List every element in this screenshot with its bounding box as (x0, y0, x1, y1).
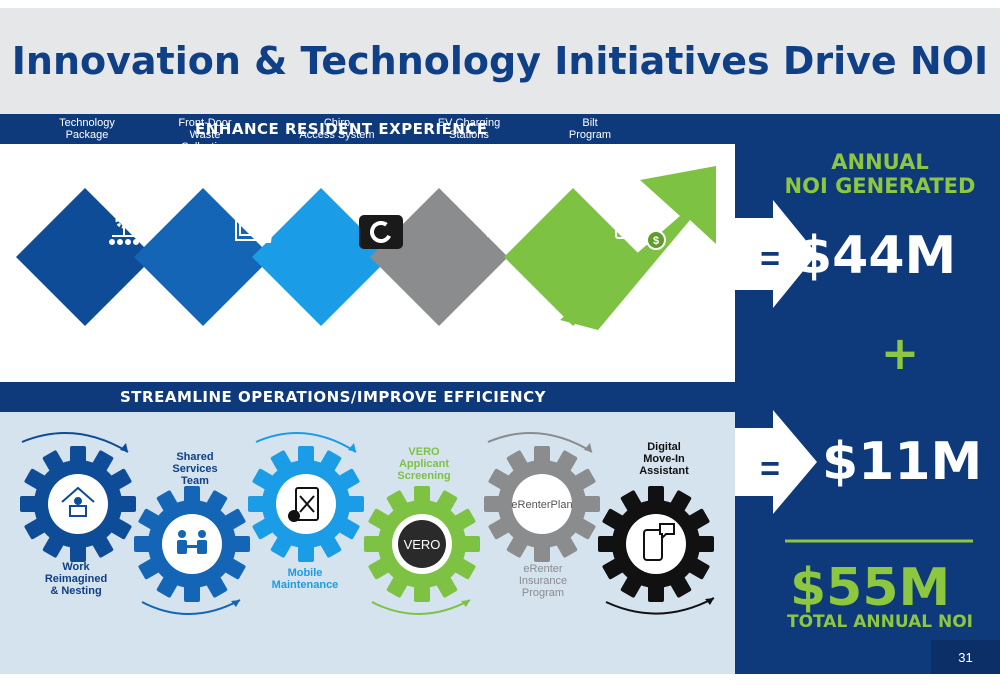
gear-erenter (484, 446, 600, 562)
credit-card-icon: $ (615, 213, 666, 250)
equals-sign-efficiency: = (760, 450, 780, 488)
flow-arrow-4 (371, 599, 471, 615)
initiative-label-waste: Front-Door Waste Collection (178, 117, 232, 153)
section-header-resident: ENHANCE RESIDENT EXPERIENCE (0, 114, 735, 144)
initiative-label-chirp: Chirp Access System (299, 117, 375, 141)
initiative-label-erenter: eRenter Insurance Program (518, 563, 568, 599)
page-title: Innovation & Technology Initiatives Driv… (11, 39, 989, 83)
total-noi-value: $55M (790, 558, 951, 618)
flow-arrow-2 (141, 599, 241, 615)
svg-text:eRenterPlan: eRenterPlan (511, 499, 572, 511)
equals-sign-resident: = (760, 240, 780, 278)
team-icon (177, 530, 207, 554)
diamond-ev (370, 188, 508, 326)
svg-text:$: $ (653, 235, 659, 247)
svg-text:VERO: VERO (404, 537, 441, 552)
equals-arrow-resident (735, 200, 817, 308)
plus-sign: + (880, 326, 920, 380)
flow-arrow-5 (487, 432, 593, 453)
flow-arrow-1 (21, 432, 129, 453)
initiative-label-mobile: Mobile Maintenance (271, 567, 339, 591)
initiative-label-technology: Technology Package (59, 117, 115, 141)
network-gear-icon (109, 211, 139, 245)
efficiency-diagram: VERO eRenterPlan (20, 432, 715, 615)
diamond-technology (16, 188, 154, 326)
initiative-label-digital: Digital Move-In Assistant (639, 441, 689, 477)
noi-panel (735, 114, 1000, 674)
phone-chat-icon (643, 523, 675, 561)
chirp-logo-icon (359, 215, 403, 249)
diamond-chirp (252, 188, 390, 326)
erenterplan-logo-icon: eRenterPlan (511, 499, 572, 511)
initiative-label-ev: EV Charging Stations (437, 117, 501, 141)
resident-diagram: $ (16, 166, 716, 330)
initiative-label-vero: VERO Applicant Screening (397, 446, 451, 482)
home-office-icon (61, 486, 95, 517)
title-bar (0, 8, 1000, 114)
ev-charger-icon (487, 209, 526, 243)
gear-shared (134, 486, 250, 602)
door-trash-icon (235, 209, 274, 243)
vero-logo-icon: VERO (398, 520, 446, 568)
flow-arrow-6 (605, 597, 715, 615)
initiative-label-shared: Shared Services Team (172, 451, 218, 487)
equals-arrow-efficiency (735, 410, 817, 514)
resident-noi-value: $44M (796, 226, 957, 286)
initiative-label-work: Work Reimagined & Nesting (44, 561, 108, 597)
diamond-waste (134, 188, 272, 326)
gear-digital (598, 486, 714, 602)
section-header-efficiency: STREAMLINE OPERATIONS/IMPROVE EFFICIENCY (0, 382, 735, 412)
initiative-label-bilt: Bilt Program (568, 117, 612, 141)
flow-arrow-3 (255, 432, 357, 453)
total-noi-label: TOTAL ANNUAL NOI (786, 612, 974, 632)
diamond-bilt (504, 188, 642, 326)
page-number: 31 (931, 640, 1000, 674)
mobile-tools-icon (288, 487, 319, 522)
efficiency-noi-value: $11M (822, 432, 983, 492)
noi-arrows (735, 200, 973, 543)
noi-header: ANNUAL NOI GENERATED (784, 150, 976, 198)
